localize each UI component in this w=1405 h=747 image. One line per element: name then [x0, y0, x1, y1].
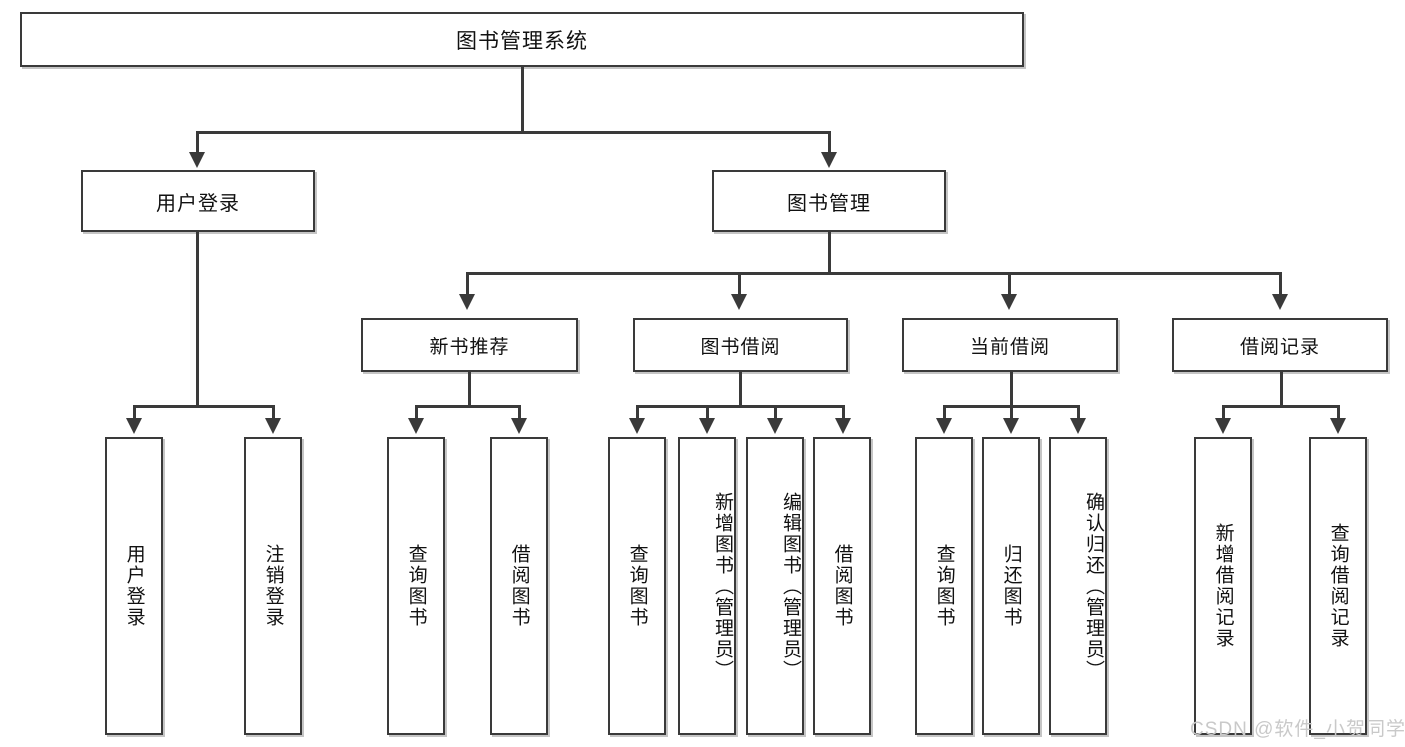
node-label: 用户登录: [156, 192, 240, 215]
node-user-login[interactable]: 用户登录: [81, 170, 315, 232]
arrow-leaf-query-book-2: [629, 418, 645, 434]
leaf-query-book-current[interactable]: 查询图书: [915, 437, 973, 735]
leaf-label: 查询图书: [626, 544, 648, 628]
leaf-confirm-return-admin[interactable]: 确认归还（管理员）: [1049, 437, 1107, 735]
connector-user-login-leaf1: [133, 405, 136, 421]
node-book-borrow[interactable]: 图书借阅: [633, 318, 848, 372]
leaf-logout[interactable]: 注销登录: [244, 437, 302, 735]
connector-book-borrow-leaf3: [774, 405, 777, 421]
node-label: 图书管理: [787, 192, 871, 215]
leaf-borrow-book[interactable]: 借阅图书: [813, 437, 871, 735]
connector-new-book-stem: [468, 372, 471, 405]
connector-to-book-borrow: [738, 272, 741, 296]
leaf-user-login[interactable]: 用户登录: [105, 437, 163, 735]
arrow-leaf-logout: [265, 418, 281, 434]
leaf-label: 新增借阅记录: [1212, 523, 1234, 649]
connector-current-borrow-leaf1: [943, 405, 946, 421]
connector-to-user-login: [196, 131, 199, 155]
leaf-label: 新增图书（管理员）: [712, 491, 733, 681]
connector-level3-bus: [466, 272, 1282, 275]
arrow-to-book-management: [821, 152, 837, 168]
node-label: 图书借阅: [700, 336, 781, 358]
arrow-leaf-user-login: [126, 418, 142, 434]
arrow-leaf-query-book-1: [408, 418, 424, 434]
connector-book-management-stem: [828, 232, 831, 272]
connector-borrow-record-leaf2: [1337, 405, 1340, 421]
leaf-borrow-book-recommend[interactable]: 借阅图书: [490, 437, 548, 735]
connector-new-book-leaf1: [415, 405, 418, 421]
node-current-borrow[interactable]: 当前借阅: [902, 318, 1118, 372]
connector-to-new-book: [466, 272, 469, 296]
node-label: 图书管理系统: [456, 29, 588, 53]
leaf-label: 归还图书: [1000, 544, 1022, 628]
connector-borrow-record-leaf1: [1222, 405, 1225, 421]
arrow-leaf-edit-book: [767, 418, 783, 434]
arrow-leaf-add-record: [1215, 418, 1231, 434]
connector-to-current-borrow: [1008, 272, 1011, 296]
arrow-leaf-borrow-book-2: [835, 418, 851, 434]
arrow-to-current-borrow: [1001, 294, 1017, 310]
arrow-leaf-return-book: [1003, 418, 1019, 434]
leaf-label: 用户登录: [123, 544, 145, 628]
connector-user-login-bus: [133, 405, 275, 408]
arrow-to-user-login: [189, 152, 205, 168]
connector-new-book-bus: [415, 405, 521, 408]
connector-current-borrow-stem: [1010, 372, 1013, 405]
leaf-add-borrow-record[interactable]: 新增借阅记录: [1194, 437, 1252, 735]
arrow-to-borrow-record: [1272, 294, 1288, 310]
node-borrow-record[interactable]: 借阅记录: [1172, 318, 1388, 372]
leaf-label: 确认归还（管理员）: [1083, 491, 1104, 681]
connector-user-login-leaf2: [272, 405, 275, 421]
connector-root-bus: [196, 131, 830, 134]
connector-book-borrow-stem: [739, 372, 742, 405]
watermark-csdn: CSDN @软件_小贺同学: [1190, 719, 1405, 740]
connector-book-borrow-leaf4: [842, 405, 845, 421]
leaf-add-book-admin[interactable]: 新增图书（管理员）: [678, 437, 736, 735]
connector-root-stem: [521, 67, 524, 131]
connector-to-book-management: [828, 131, 831, 155]
node-root-book-management-system[interactable]: 图书管理系统: [20, 12, 1024, 67]
node-label: 当前借阅: [969, 336, 1050, 358]
leaf-query-borrow-record[interactable]: 查询借阅记录: [1309, 437, 1367, 735]
connector-to-borrow-record: [1279, 272, 1282, 296]
arrow-leaf-add-book: [699, 418, 715, 434]
leaf-label: 注销登录: [262, 544, 284, 628]
node-new-book-recommend[interactable]: 新书推荐: [361, 318, 578, 372]
leaf-label: 查询图书: [933, 544, 955, 628]
leaf-label: 借阅图书: [831, 544, 853, 628]
leaf-query-book-borrow[interactable]: 查询图书: [608, 437, 666, 735]
leaf-edit-book-admin[interactable]: 编辑图书（管理员）: [746, 437, 804, 735]
arrow-leaf-confirm-return: [1070, 418, 1086, 434]
connector-book-borrow-leaf1: [636, 405, 639, 421]
connector-user-login-stem: [196, 232, 199, 405]
node-label: 借阅记录: [1239, 336, 1320, 358]
arrow-leaf-query-book-3: [936, 418, 952, 434]
arrow-to-new-book-recommend: [459, 294, 475, 310]
leaf-label: 借阅图书: [508, 544, 530, 628]
node-label: 新书推荐: [429, 336, 510, 358]
leaf-label: 编辑图书（管理员）: [780, 491, 801, 681]
connector-current-borrow-leaf2: [1010, 405, 1013, 421]
connector-borrow-record-bus: [1222, 405, 1339, 408]
arrow-leaf-borrow-book-1: [511, 418, 527, 434]
arrow-to-book-borrow: [731, 294, 747, 310]
leaf-label: 查询借阅记录: [1327, 523, 1349, 649]
connector-current-borrow-leaf3: [1077, 405, 1080, 421]
node-book-management[interactable]: 图书管理: [712, 170, 946, 232]
connector-borrow-record-stem: [1280, 372, 1283, 405]
leaf-label: 查询图书: [405, 544, 427, 628]
leaf-query-book-recommend[interactable]: 查询图书: [387, 437, 445, 735]
arrow-leaf-query-record: [1330, 418, 1346, 434]
connector-book-borrow-bus: [636, 405, 845, 408]
connector-new-book-leaf2: [518, 405, 521, 421]
leaf-return-book[interactable]: 归还图书: [982, 437, 1040, 735]
connector-book-borrow-leaf2: [706, 405, 709, 421]
